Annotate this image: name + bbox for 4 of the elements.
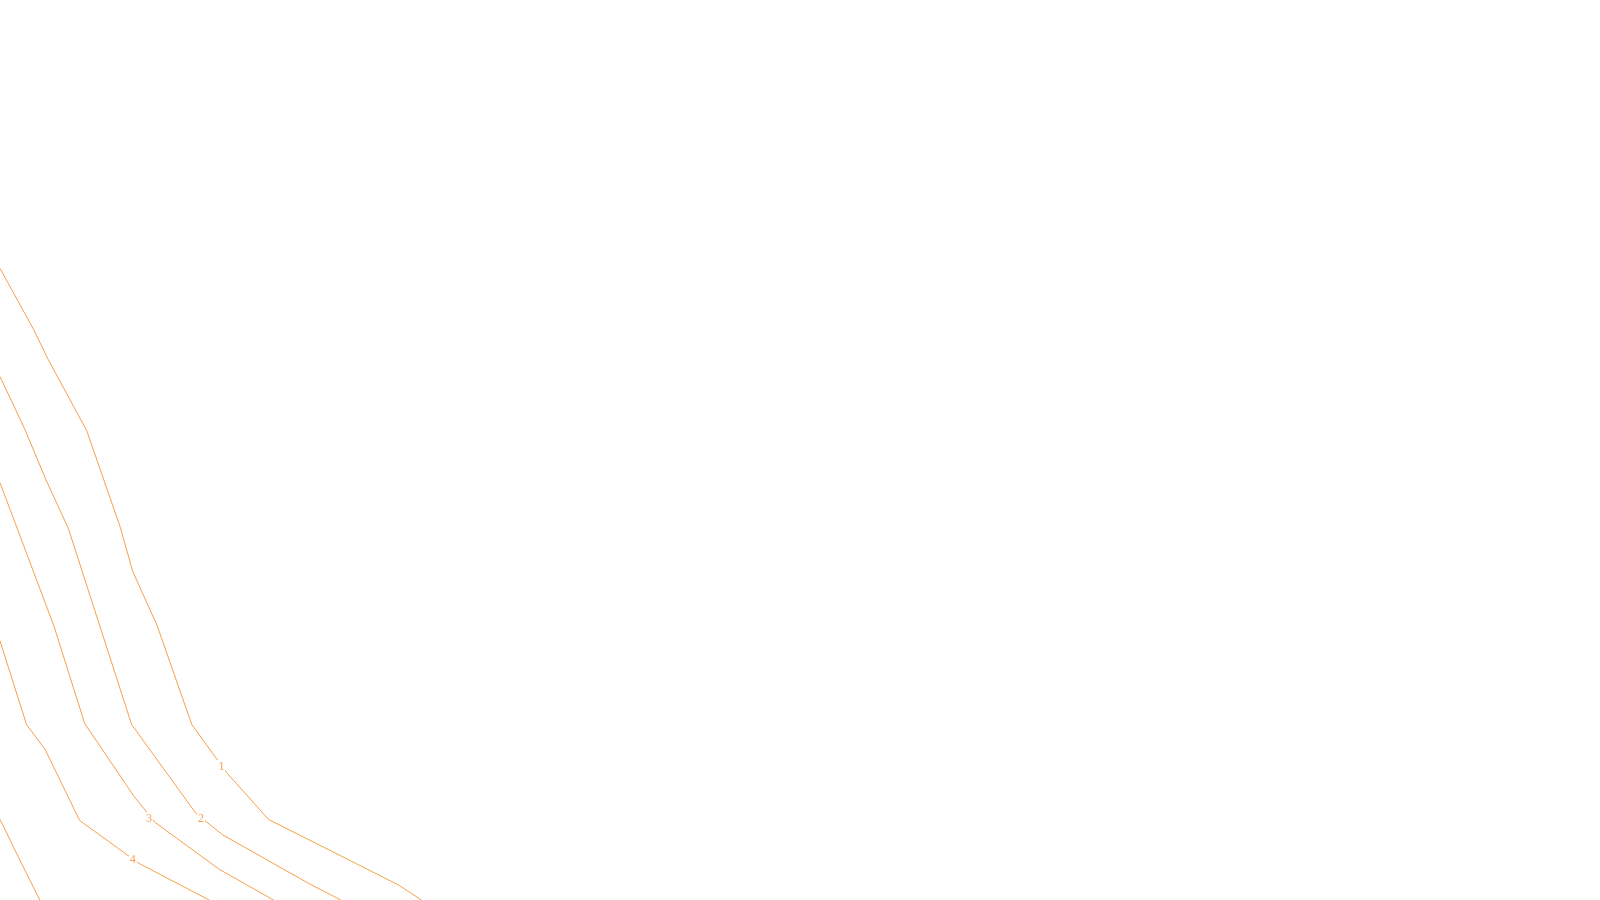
contour-label: 2 bbox=[197, 812, 205, 825]
contour-label: 4 bbox=[128, 853, 137, 866]
contour-label: 3 bbox=[144, 812, 153, 825]
contour-label: 1 bbox=[217, 760, 226, 773]
